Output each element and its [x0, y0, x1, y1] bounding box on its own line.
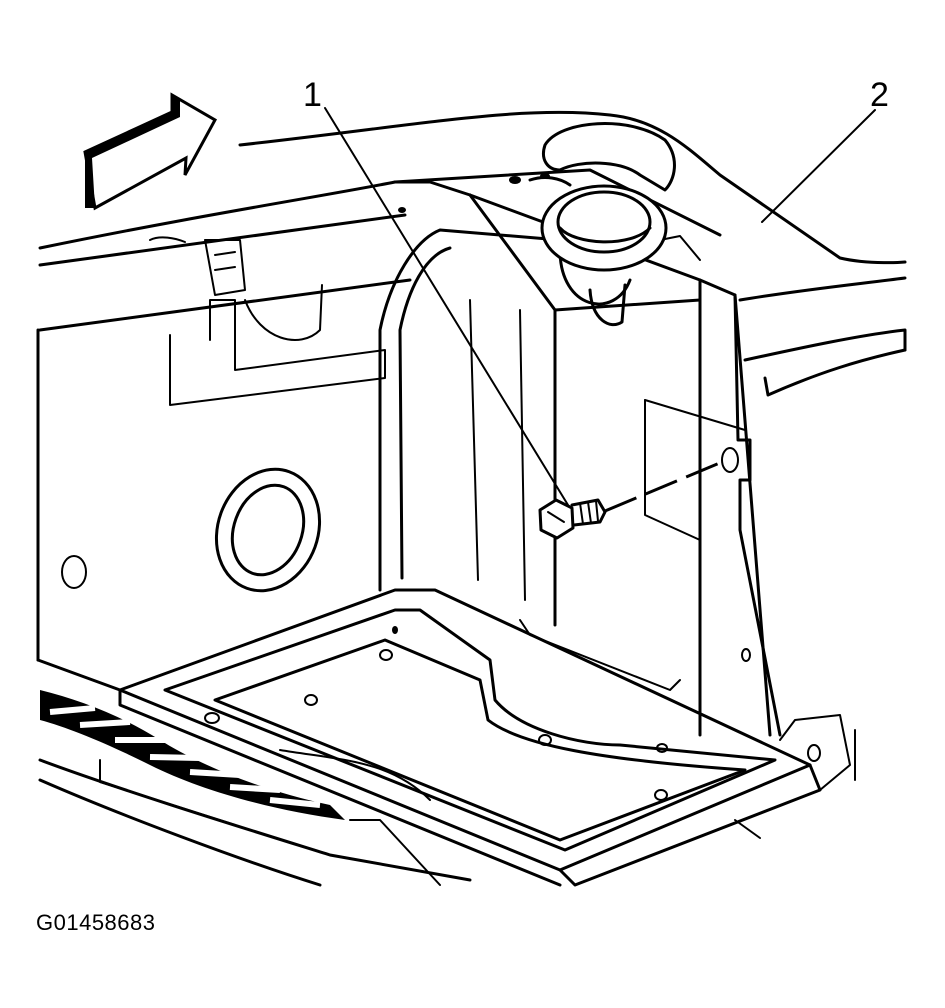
callout-label-1: 1	[303, 76, 322, 114]
bolt-icon	[538, 460, 723, 540]
direction-arrow-icon	[83, 92, 218, 211]
callout-label-2: 2	[870, 76, 889, 114]
leader-lines	[324, 107, 876, 506]
floor-tray	[118, 588, 856, 887]
inner-wall-panel	[61, 228, 562, 593]
reservoir-assembly	[393, 122, 782, 737]
body-upper-outline	[36, 110, 907, 692]
lower-seal-strip	[38, 690, 761, 887]
figure-code: G01458683	[36, 910, 156, 935]
latch-bracket	[149, 207, 406, 406]
